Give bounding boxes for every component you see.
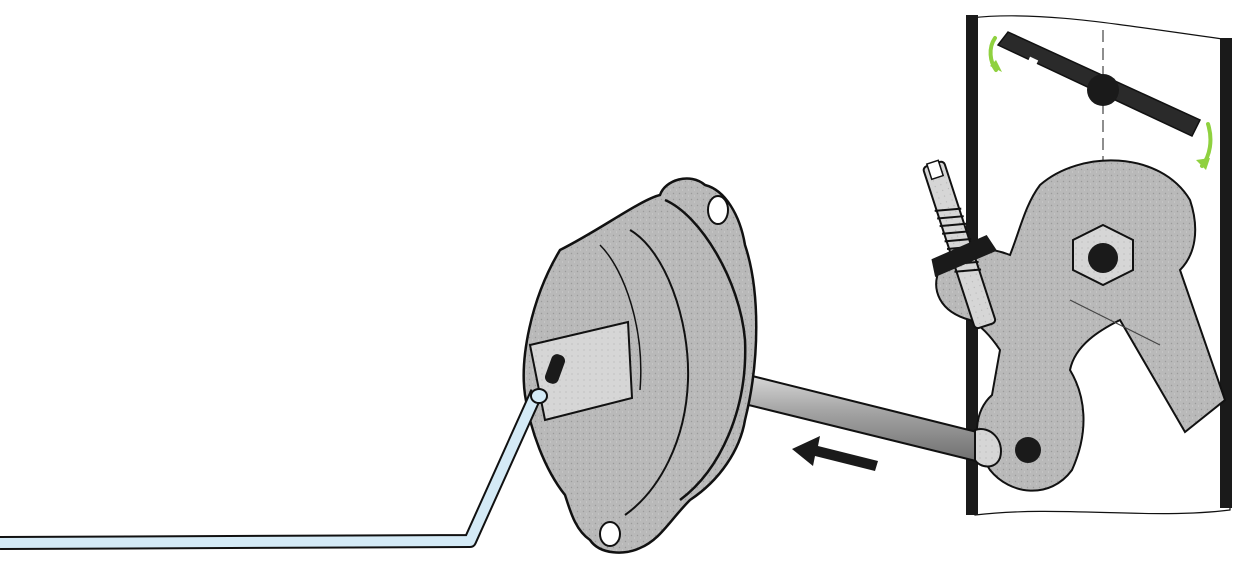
motion-arrow xyxy=(792,436,878,471)
vacuum-hose xyxy=(0,389,547,543)
vacuum-diaphragm-housing xyxy=(524,178,756,552)
